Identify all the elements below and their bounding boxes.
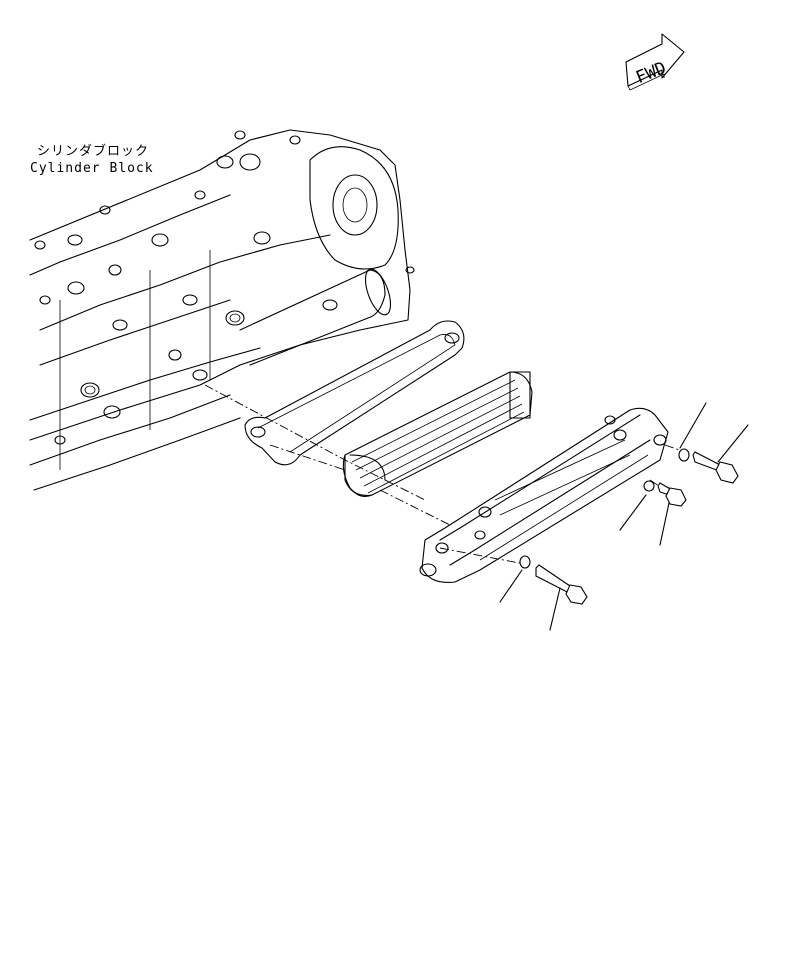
bolt-bottom [499, 555, 588, 631]
oil-cooler-element [342, 371, 533, 497]
oil-cooler-gasket [244, 320, 465, 466]
assembly-guide-lines [204, 384, 689, 566]
bolt-middle-right [619, 480, 687, 546]
fwd-arrow-icon: FWD [625, 33, 685, 91]
bolt-top-right [678, 402, 749, 484]
oil-cooler-cover [419, 407, 669, 583]
fwd-arrow-text: FWD [633, 58, 669, 88]
cylinder-block-label-japanese: シリンダブロック [37, 144, 150, 159]
cylinder-block [29, 129, 415, 491]
cylinder-block-label-english: Cylinder Block [30, 161, 154, 176]
